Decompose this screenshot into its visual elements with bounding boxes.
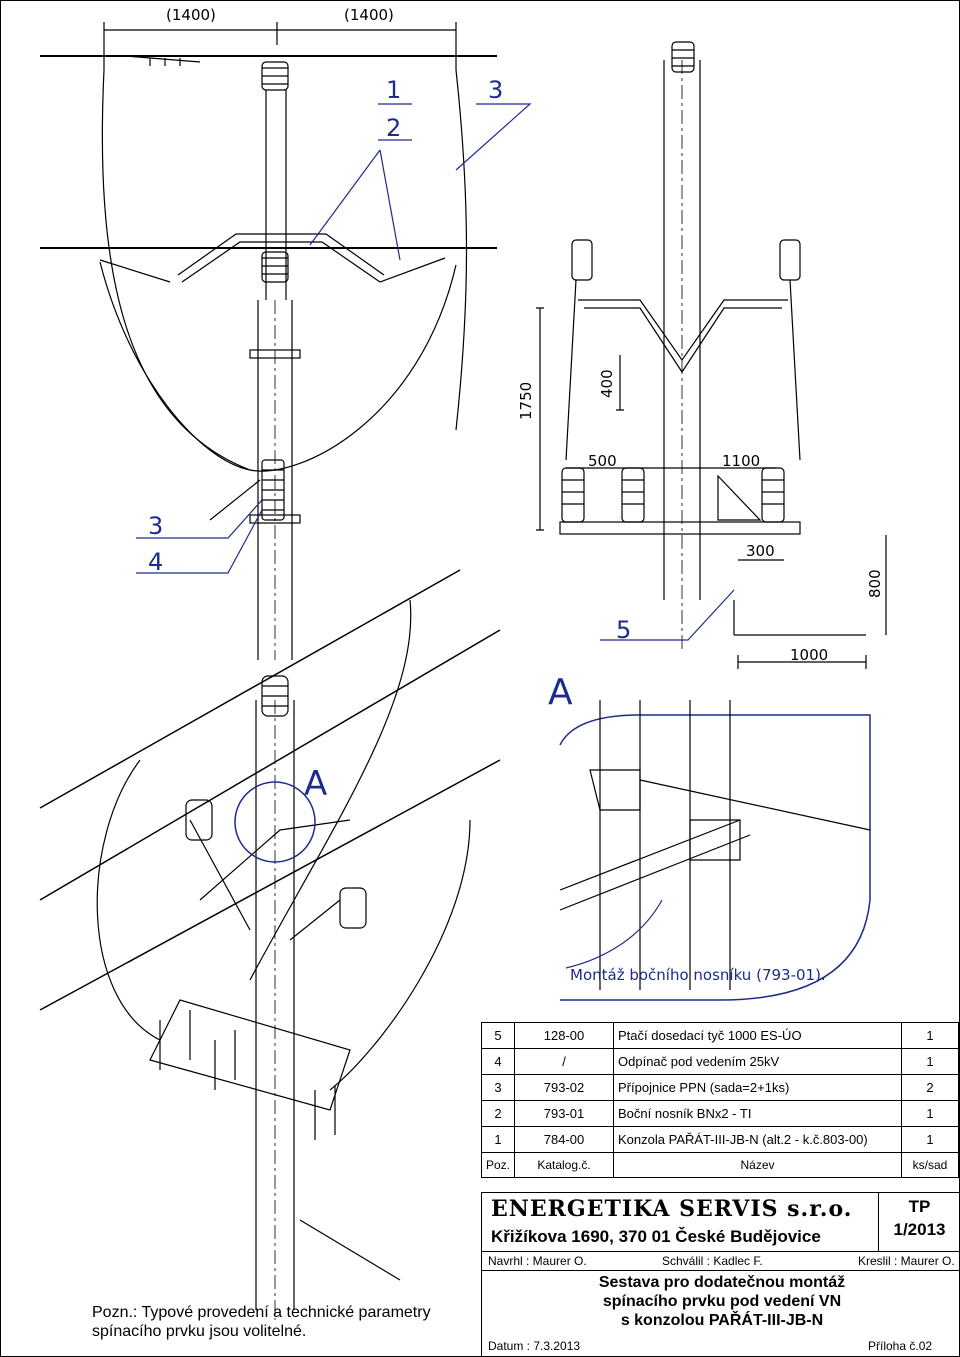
- callout-3-top: 3: [488, 76, 504, 104]
- date: Datum : 7.3.2013: [488, 1339, 581, 1353]
- note: Pozn.: Typové provedení a technické para…: [92, 1303, 431, 1341]
- row-qty: 1: [901, 1022, 959, 1049]
- row-name: Přípojnice PPN (sada=2+1ks): [613, 1074, 902, 1101]
- table-row: 2 793-01 Boční nosník BNx2 - TI 1: [480, 1100, 959, 1127]
- signatures-row: Navrhl : Maurer O. Schválil : Kadlec F. …: [482, 1251, 959, 1271]
- dim-top-left: (1400): [166, 6, 216, 24]
- draftsman: Kreslil : Maurer O.: [858, 1254, 955, 1268]
- company-name: ENERGETIKA SERVIS s.r.o.: [491, 1196, 853, 1222]
- row-cat: 784-00: [514, 1126, 615, 1153]
- row-cat: 793-01: [514, 1100, 615, 1127]
- doc-number: 1/2013: [893, 1220, 946, 1239]
- title-block: ENERGETIKA SERVIS s.r.o. Křižíkova 1690,…: [481, 1192, 960, 1356]
- subject-line-1: Sestava pro dodatečnou montáž: [598, 1274, 846, 1291]
- row-name: Ptačí dosedací tyč 1000 ES-ÚO: [613, 1022, 902, 1049]
- row-qty: 1: [901, 1048, 959, 1075]
- drawn-by: Navrhl : Maurer O.: [488, 1254, 587, 1268]
- row-pos: 5: [480, 1022, 516, 1049]
- row-name: Konzola PAŘÁT-III-JB-N (alt.2 - k.č.803-…: [613, 1126, 902, 1153]
- table-row: 3 793-02 Přípojnice PPN (sada=2+1ks) 2: [480, 1074, 959, 1101]
- detail-ref-label: A: [304, 764, 328, 804]
- footer-row: Datum : 7.3.2013 Příloha č.02: [482, 1335, 959, 1355]
- drawing-subject: Sestava pro dodatečnou montáž spínacího …: [542, 1273, 902, 1330]
- subject-line-2: spínacího prvku pod vedení VN: [602, 1293, 842, 1310]
- row-pos: 1: [480, 1126, 516, 1153]
- detail-caption: Montáž bočního nosníku (793-01).: [570, 966, 826, 984]
- parts-table: 5 128-00 Ptačí dosedací tyč 1000 ES-ÚO 1…: [480, 1022, 959, 1178]
- row-qty: 1: [901, 1126, 959, 1153]
- header-cat: Katalog.č.: [514, 1152, 615, 1178]
- doc-type: TP: [908, 1197, 931, 1216]
- row-qty: 2: [901, 1074, 959, 1101]
- doc-number-box: TP 1/2013: [878, 1193, 960, 1251]
- note-line-2: spínacího prvku jsou volitelné.: [92, 1323, 307, 1340]
- dim-small: 300: [746, 542, 775, 560]
- approved-by: Schválil : Kadlec F.: [662, 1254, 763, 1268]
- callout-4: 4: [148, 548, 164, 576]
- row-pos: 2: [480, 1100, 516, 1127]
- row-pos: 4: [480, 1048, 516, 1075]
- dim-bottom: 1000: [790, 646, 829, 664]
- company-address: Křižíkova 1690, 370 01 České Budějovice: [491, 1227, 821, 1246]
- dim-height: 1750: [517, 381, 535, 420]
- callout-5: 5: [616, 616, 632, 644]
- table-row: 5 128-00 Ptačí dosedací tyč 1000 ES-ÚO 1: [480, 1022, 959, 1049]
- header-name: Název: [613, 1152, 902, 1178]
- subject-line-3: s konzolou PAŘÁT-III-JB-N: [620, 1312, 824, 1329]
- header-pos: Poz.: [480, 1152, 516, 1178]
- dim-top-right: (1400): [344, 6, 394, 24]
- callout-2: 2: [386, 114, 402, 142]
- row-cat: 128-00: [514, 1022, 615, 1049]
- callout-1: 1: [386, 76, 402, 104]
- table-row: 1 784-00 Konzola PAŘÁT-III-JB-N (alt.2 -…: [480, 1126, 959, 1153]
- table-row: 4 / Odpínač pod vedením 25kV 1: [480, 1048, 959, 1075]
- detail-title: A: [548, 672, 573, 713]
- row-cat: 793-02: [514, 1074, 615, 1101]
- dim-upper: 400: [598, 369, 616, 398]
- appendix: Příloha č.02: [868, 1339, 933, 1353]
- dim-left: 500: [588, 452, 617, 470]
- row-pos: 3: [480, 1074, 516, 1101]
- row-qty: 1: [901, 1100, 959, 1127]
- row-cat: /: [514, 1048, 615, 1075]
- note-line-1: Pozn.: Typové provedení a technické para…: [92, 1304, 431, 1321]
- table-header-row: Poz. Katalog.č. Název ks/sad: [480, 1152, 959, 1178]
- row-name: Boční nosník BNx2 - TI: [613, 1100, 902, 1127]
- callout-3-left: 3: [148, 512, 164, 540]
- row-name: Odpínač pod vedením 25kV: [613, 1048, 902, 1075]
- dim-right: 1100: [722, 452, 761, 470]
- dim-depth: 800: [866, 569, 884, 598]
- header-qty: ks/sad: [901, 1152, 959, 1178]
